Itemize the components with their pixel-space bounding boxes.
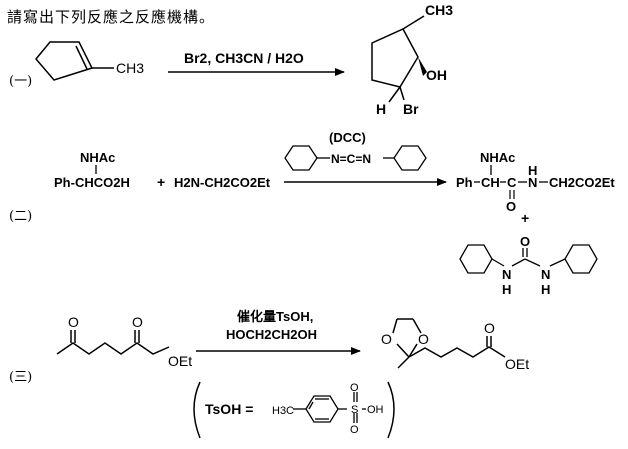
reactant2-label: H2N-CH2CO2Et	[174, 175, 271, 190]
product2-tail-label: CH2CO2Et	[549, 175, 615, 190]
tsoh-label: TsOH =	[205, 401, 253, 417]
reaction-label-3: (三)	[9, 370, 33, 385]
reactant1-nhac-label: NHAc	[80, 150, 115, 165]
tsoh-benzene-ring	[293, 392, 366, 423]
dcc-structure	[284, 145, 427, 171]
product2-amide-n-label: N	[528, 175, 537, 190]
reactant-methyl-label: CH3	[116, 60, 144, 76]
product-hydrogen-label: H	[376, 101, 386, 117]
product3-ester-o-label: O	[484, 320, 495, 336]
product3-ring-o1-label: O	[381, 331, 392, 347]
tsoh-oh-label: OH	[367, 404, 384, 416]
tsoh-methyl-label: H3C	[272, 405, 294, 417]
reaction-label-2: (二)	[9, 209, 33, 224]
product3-ketal	[392, 318, 506, 369]
dcc-linker-label: N=C=N	[331, 152, 371, 166]
question-title: 請寫出下列反應之反應機構。	[7, 8, 216, 26]
product2-ph-label: Ph	[456, 175, 473, 190]
dcc-reagent-label: (DCC)	[329, 130, 366, 145]
product-bromohydrin	[371, 15, 425, 103]
urea-h-left-label: H	[502, 282, 511, 297]
product3-ring-o2-label: O	[418, 331, 429, 347]
reagent-1: Br2, CH3CN / H2O	[184, 50, 304, 66]
tsoh-o-bottom-label: O	[350, 424, 359, 436]
product2-nhac-label: NHAc	[480, 150, 515, 165]
tsoh-left-paren	[193, 381, 201, 439]
product2-carbonyl-o-label: O	[506, 199, 516, 214]
product2-carbonyl-c-label: C	[507, 175, 517, 190]
product2-amide-h-label: H	[528, 163, 537, 178]
reactant3-oet-label: OEt	[168, 353, 192, 369]
reactant-methylcyclopentene	[35, 41, 114, 81]
reactant3-ester-o-label: O	[132, 314, 143, 330]
urea-h-right-label: H	[541, 282, 550, 297]
product-hydroxyl-label: OH	[426, 67, 447, 83]
reaction-label-1: (一)	[9, 74, 33, 89]
product-bromine-label: Br	[403, 101, 419, 117]
product-methyl-label: CH3	[425, 2, 453, 18]
product2-ch-label: CH	[481, 175, 500, 190]
reactant3-ketoester	[56, 330, 170, 355]
reactant1-label: Ph-CHCO2H	[54, 175, 130, 190]
tsoh-s-label: S	[351, 404, 358, 416]
tsoh-right-paren	[387, 381, 395, 439]
urea-o-label: O	[520, 234, 530, 249]
urea-n-left-label: N	[502, 267, 511, 282]
reagent-3-line2: HOCH2CH2OH	[226, 327, 317, 342]
byproduct-dicyclohexylurea	[459, 244, 598, 274]
reagent-3-line1: 催化量TsOH,	[237, 309, 313, 324]
tsoh-o-top-label: O	[350, 382, 359, 394]
reactant3-ketone-o-label: O	[68, 314, 79, 330]
product-hydroxyl-wedge	[418, 57, 427, 76]
plus-sign-2: +	[521, 210, 529, 226]
urea-n-right-label: N	[541, 267, 550, 282]
product3-oet-label: OEt	[505, 356, 529, 372]
plus-sign-1: +	[157, 174, 165, 190]
